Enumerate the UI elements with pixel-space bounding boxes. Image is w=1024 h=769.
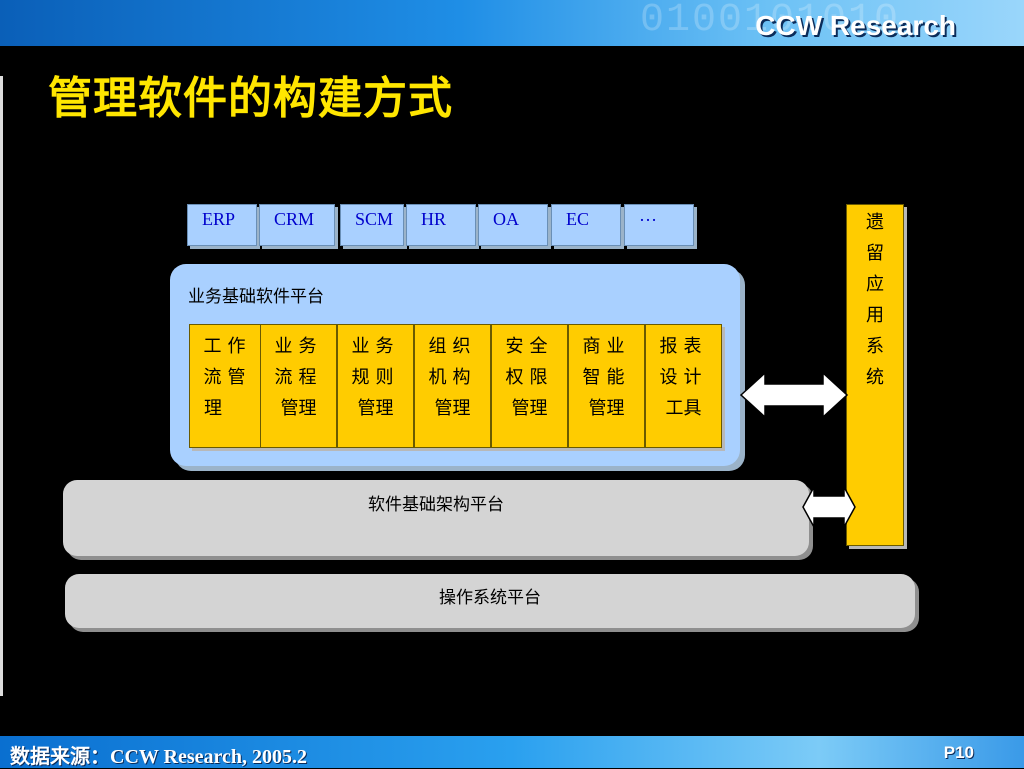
app-more: … [624, 204, 694, 246]
app-crm: CRM [259, 204, 335, 246]
app-ec: EC [551, 204, 621, 246]
module-business-rules: 业务 规则 管理 [337, 324, 414, 448]
module-organization: 组织 机构 管理 [414, 324, 491, 448]
module-business-process: 业务 流程 管理 [260, 324, 337, 448]
app-hr: HR [406, 204, 476, 246]
module-security: 安全 权限 管理 [491, 324, 568, 448]
app-oa: OA [478, 204, 548, 246]
business-platform-label: 业务基础软件平台 [188, 287, 324, 307]
source-value: CCW Research, 2005.2 [110, 746, 308, 768]
module-report-design: 报表 设计 工具 [645, 324, 722, 448]
module-workflow: 工作 流管 理 [189, 324, 266, 448]
page-number: P10 [943, 743, 974, 762]
left-border-line [0, 76, 3, 696]
module-business-intelligence: 商业 智能 管理 [568, 324, 645, 448]
business-platform-panel: 业务基础软件平台 工作 流管 理 业务 流程 管理 业务 规则 管理 组织 机构… [170, 264, 740, 466]
app-erp: ERP [187, 204, 257, 246]
header-bar: 0100101010 CCW Research [0, 0, 1024, 46]
binary-watermark: 0100101010 [640, 0, 901, 43]
source-label: 数据来源： [10, 744, 110, 768]
infrastructure-platform: 软件基础架构平台 [63, 480, 809, 556]
legacy-system-box: 遗 留 应 用 系 统 [846, 204, 904, 546]
slide-title: 管理软件的构建方式 [48, 73, 453, 124]
footer-bar: 数据来源：CCW Research, 2005.2 P10 [0, 736, 1024, 768]
brand-logo-text: CCW Research [755, 10, 956, 41]
app-scm: SCM [340, 204, 404, 246]
source-note: 数据来源：CCW Research, 2005.2 [10, 740, 307, 769]
double-arrow-lower-icon [802, 486, 856, 528]
os-platform: 操作系统平台 [65, 574, 915, 628]
double-arrow-upper-icon [739, 371, 849, 419]
